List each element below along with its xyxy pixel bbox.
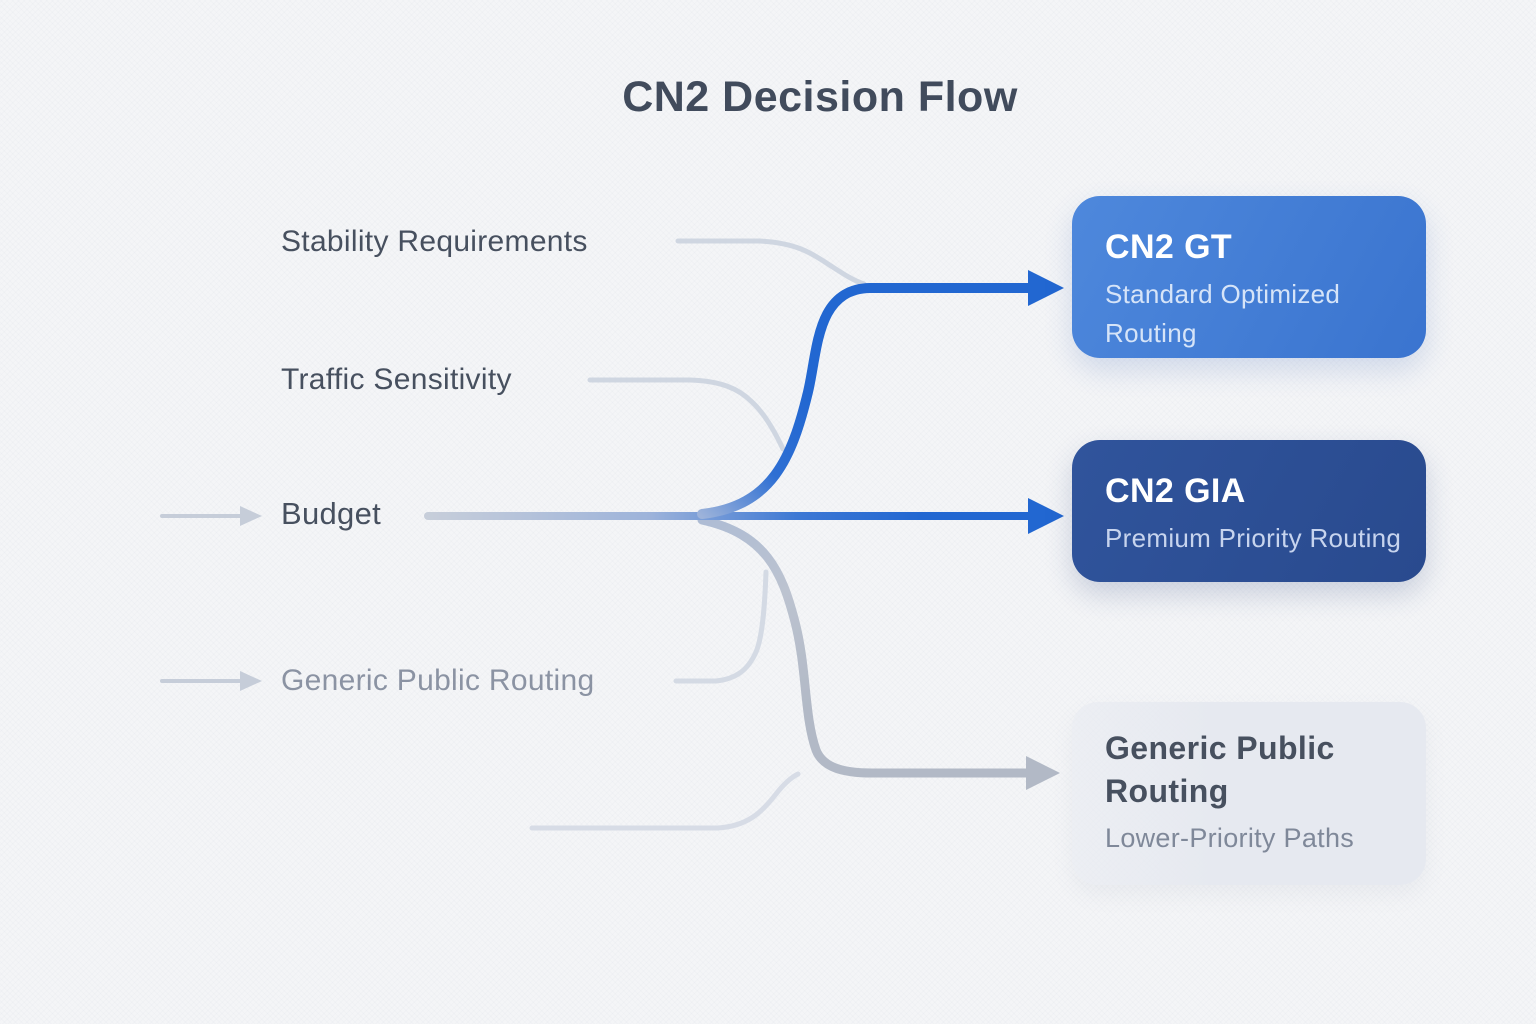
page-title: CN2 Decision Flow [622, 73, 1018, 121]
outcome-subtitle: Standard Optimized Routing [1105, 279, 1341, 348]
edge-bottom-stray [529, 771, 801, 831]
outcome-subtitle: Lower-Priority Paths [1105, 823, 1355, 853]
input-label-generic-public-routing: Generic Public Routing [281, 664, 595, 697]
input-label-traffic: Traffic Sensitivity [281, 363, 512, 396]
arrowhead-gia [1028, 498, 1064, 534]
edge-stability [675, 238, 867, 287]
outcome-box-cn2-gia: CN2 GIA Premium Priority Routing [1072, 440, 1426, 582]
edge-to-gt-box [697, 283, 1043, 519]
input-label-budget: Budget [281, 496, 382, 531]
input-label-stability: Stability Requirements [281, 225, 588, 258]
outcome-title: Generic Public Routing [1105, 730, 1335, 809]
outcome-title: CN2 GT [1105, 228, 1233, 266]
edge-traffic [587, 377, 786, 452]
arrowhead-gt [1028, 270, 1064, 306]
outcome-box-generic-public-routing: Generic Public Routing Lower-Priority Pa… [1072, 702, 1426, 885]
outcome-title: CN2 GIA [1105, 472, 1246, 510]
outcome-box-cn2-gt: CN2 GT Standard Optimized Routing [1072, 196, 1426, 358]
entry-arrow-generic-head [240, 671, 262, 691]
entry-arrow-budget-head [240, 506, 262, 526]
edge-generic-label [673, 569, 769, 684]
edge-to-generic-box [697, 515, 1040, 778]
outcome-subtitle: Premium Priority Routing [1105, 523, 1402, 553]
arrowhead-generic [1026, 756, 1060, 790]
